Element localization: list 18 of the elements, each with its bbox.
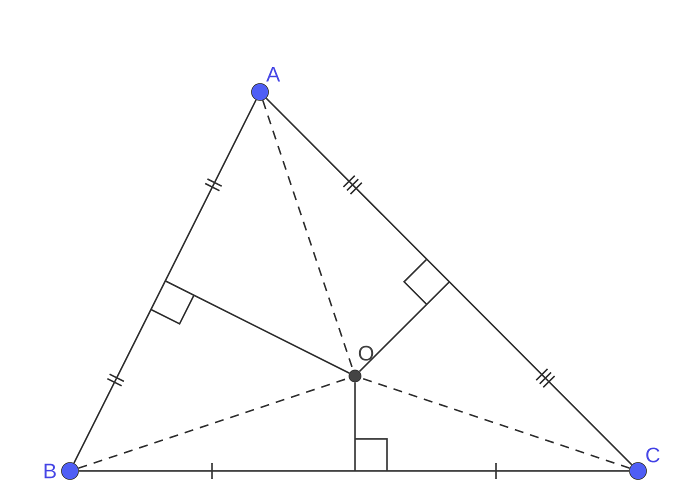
right-angle-mark xyxy=(355,438,388,471)
line-segment xyxy=(354,382,356,471)
node-label: C xyxy=(646,448,660,462)
point: A xyxy=(251,67,280,101)
node-label: O xyxy=(358,346,374,361)
line-segment xyxy=(78,470,630,472)
right-angle-mark xyxy=(150,294,195,325)
line-segment xyxy=(164,280,350,374)
right-angle-mark xyxy=(403,258,428,306)
line-segment xyxy=(358,281,450,372)
node-label: A xyxy=(266,67,280,82)
line-segment xyxy=(360,377,630,469)
line-segment xyxy=(73,100,257,464)
node-label: B xyxy=(44,464,56,478)
point: C xyxy=(629,448,660,480)
point: B xyxy=(44,462,79,480)
point: O xyxy=(348,346,374,382)
line-segment xyxy=(266,98,632,466)
